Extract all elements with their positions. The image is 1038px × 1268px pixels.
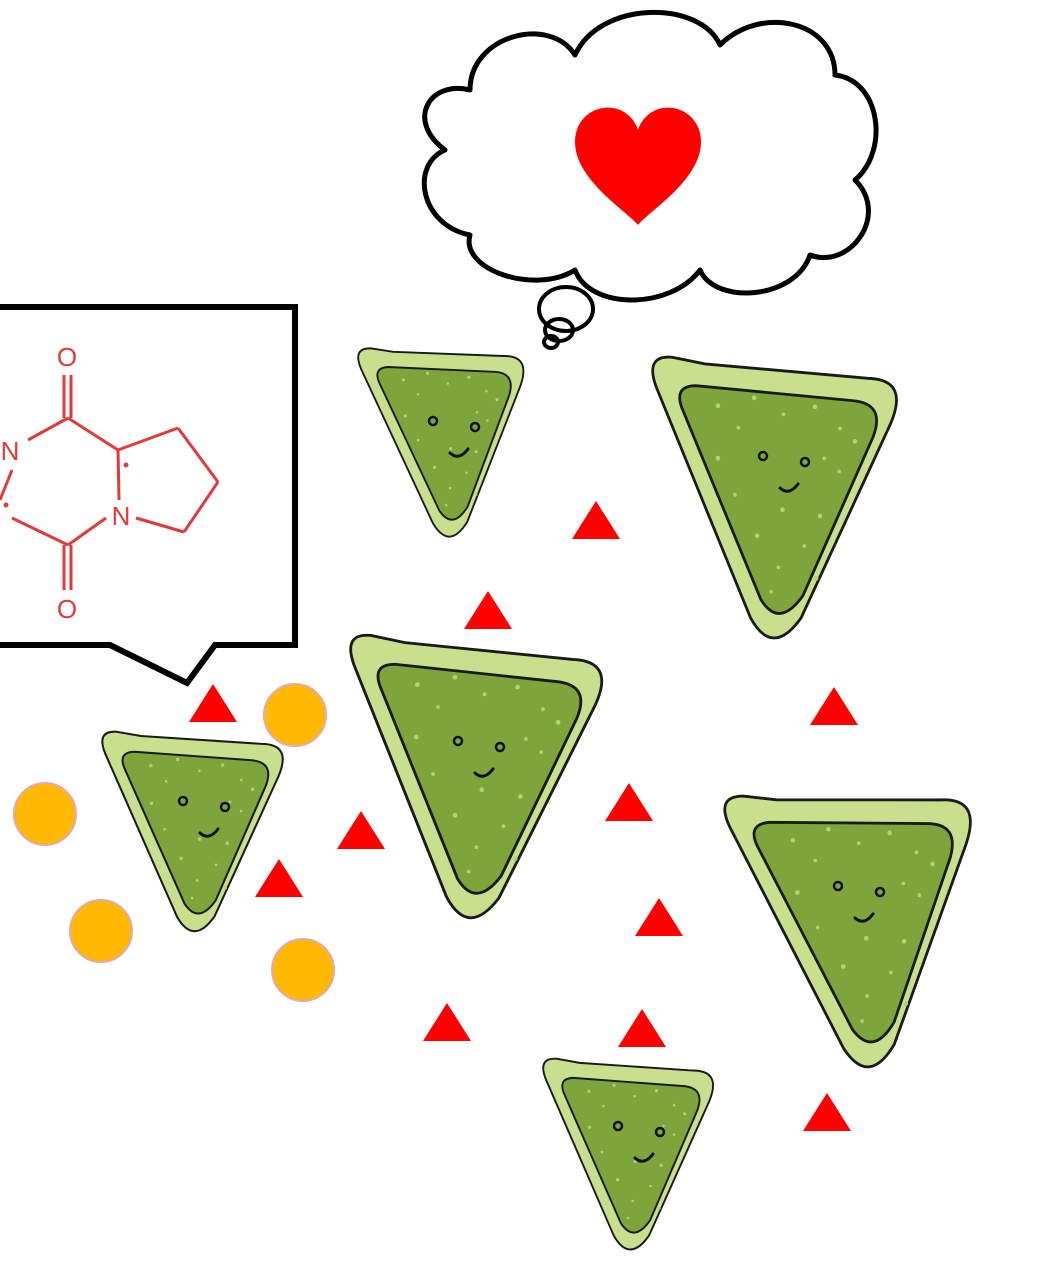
bacterium bbox=[100, 713, 301, 940]
heart-icon bbox=[575, 107, 701, 225]
radical-dot bbox=[123, 462, 129, 468]
bacterium bbox=[355, 326, 546, 547]
red-triangle-signal-icon bbox=[605, 783, 653, 821]
bacterium bbox=[348, 617, 620, 927]
thought-bubble bbox=[421, 9, 879, 350]
atom-n-left: N bbox=[1, 436, 20, 466]
red-triangle-signal-icon bbox=[189, 684, 237, 722]
atom-n-right: N bbox=[112, 501, 131, 531]
thought-trail bbox=[537, 285, 595, 350]
radical-dot bbox=[3, 502, 9, 508]
bacterium bbox=[541, 1041, 731, 1258]
speech-callout: O N N O bbox=[0, 304, 298, 687]
atom-o-bottom: O bbox=[57, 594, 77, 624]
nutrient-circles bbox=[13, 683, 335, 1002]
red-triangle-signal-icon bbox=[572, 501, 620, 539]
molecule-structure bbox=[0, 375, 220, 590]
red-triangle-signal-icon bbox=[618, 1009, 666, 1047]
red-triangle-signal-icon bbox=[423, 1003, 471, 1041]
atom-o-top: O bbox=[57, 342, 77, 372]
orange-circle-icon bbox=[69, 899, 133, 963]
orange-circle-icon bbox=[13, 782, 77, 846]
callout-box bbox=[0, 304, 298, 687]
red-triangle-signal-icon bbox=[464, 591, 512, 629]
red-triangle-signal-icon bbox=[803, 1093, 851, 1131]
red-triangle-signal-icon bbox=[810, 687, 858, 725]
orange-circle-icon bbox=[271, 938, 335, 1002]
orange-circle-icon bbox=[263, 683, 327, 747]
red-triangle-signal-icon bbox=[255, 859, 303, 897]
red-triangle-signal-icon bbox=[635, 898, 683, 936]
red-triangle-signal-icon bbox=[337, 811, 385, 849]
